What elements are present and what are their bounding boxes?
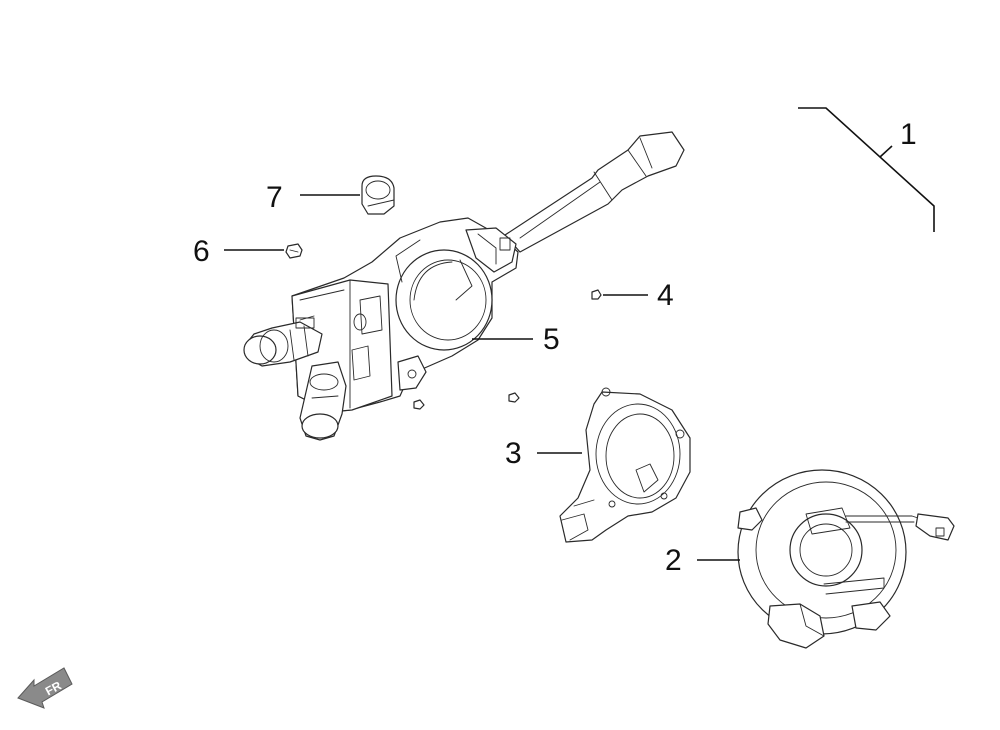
part-4-screw: 4 [591, 279, 674, 312]
wiper-stalk [504, 131, 685, 253]
callout-5-group: 5 [472, 323, 560, 356]
part-6-screw: 6 [193, 235, 303, 268]
steering-column-opening [395, 249, 493, 351]
callout-1-leader [879, 145, 893, 158]
part-3-bracket: 3 [505, 387, 691, 543]
screw-small-b [508, 392, 520, 403]
mounting-tab [397, 355, 427, 391]
clip-body [361, 175, 395, 215]
part-2-clock-spring: 2 [665, 469, 955, 649]
front-arrow-icon [17, 667, 73, 709]
screw-small-a [413, 399, 425, 410]
callout-5-label: 5 [543, 323, 560, 356]
front-direction-indicator: FR [17, 667, 73, 709]
clock-spring-hub [789, 513, 863, 587]
clock-spring-connector-top [737, 507, 763, 531]
callout-2-label: 2 [665, 544, 682, 577]
combination-switch-assembly [243, 131, 685, 441]
screw-4-head [591, 289, 602, 300]
callout-6-label: 6 [193, 235, 210, 268]
front-label: FR [43, 678, 64, 698]
callout-3-label: 3 [505, 437, 522, 470]
lower-stalk-knob [301, 413, 339, 439]
bracket-ring [559, 391, 691, 543]
callout-4-label: 4 [657, 279, 674, 312]
part-7-clip: 7 [266, 175, 395, 215]
clock-spring-plug [915, 513, 955, 541]
callout-7-label: 7 [266, 181, 283, 214]
clock-spring-lower-tab [851, 601, 891, 631]
clock-spring-connector-bottom [767, 603, 825, 649]
callout-1-label: 1 [900, 118, 917, 151]
callout-1-group: 1 [798, 107, 935, 232]
connector-bracket [465, 227, 517, 273]
